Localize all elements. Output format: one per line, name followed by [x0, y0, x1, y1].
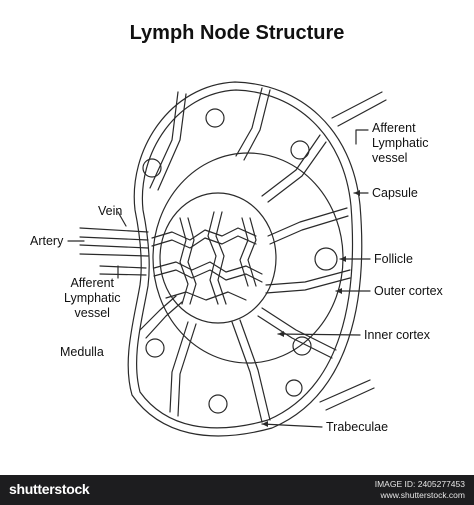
footer-bar: shutterstock IMAGE ID: 2405277453 www.sh…: [0, 475, 474, 505]
label-vein: Vein: [98, 204, 123, 218]
inner-cortex-outline: [159, 192, 277, 324]
label-inner-cortex: Inner cortex: [364, 328, 431, 342]
hilum-vessels: [79, 227, 149, 276]
follicle: [205, 108, 225, 128]
afferent-vessel-bottom: [319, 379, 375, 411]
follicle: [208, 394, 228, 414]
label-capsule: Capsule: [372, 186, 418, 200]
label-afferent-lymphatic-vessel-left: Afferent Lymphatic vessel: [64, 276, 121, 320]
follicle: [314, 247, 338, 271]
follicle: [290, 140, 310, 160]
capsule-inner: [135, 89, 354, 429]
label-medulla: Medulla: [60, 345, 104, 359]
follicle: [285, 379, 303, 397]
medullary-cords: [151, 211, 263, 305]
diagram-title: Lymph Node Structure: [129, 22, 345, 44]
label-artery: Artery: [30, 234, 64, 248]
follicle: [142, 158, 162, 178]
lymph-node-diagram: [67, 81, 387, 437]
label-follicle: Follicle: [374, 252, 413, 266]
follicle: [292, 336, 312, 356]
shutterstock-logo: shutterstock: [9, 481, 90, 497]
follicle: [145, 338, 165, 358]
trabeculae: [139, 87, 351, 423]
label-afferent-lymphatic-vessel-right: Afferent Lymphatic vessel: [372, 121, 429, 165]
label-outer-cortex: Outer cortex: [374, 284, 443, 298]
capsule-outer: [127, 81, 363, 437]
image-id: IMAGE ID: 2405277453 www.shutterstock.co…: [374, 479, 465, 500]
afferent-vessel-top: [331, 91, 387, 127]
label-trabeculae: Trabeculae: [326, 420, 389, 434]
